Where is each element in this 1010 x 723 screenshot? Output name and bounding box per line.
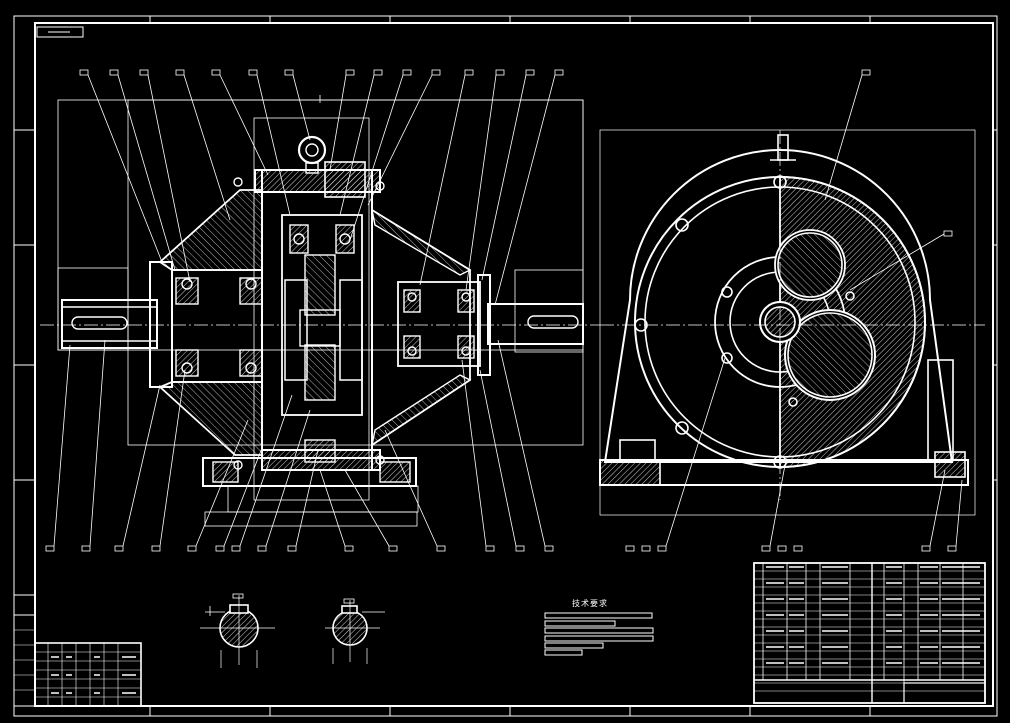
front-section-view — [40, 95, 600, 527]
lifting-eyebolt — [297, 135, 327, 165]
technical-requirements-title: 技术要求 — [572, 599, 608, 608]
side-view — [599, 129, 985, 516]
vent-plug — [777, 134, 789, 161]
parts-list-table — [753, 562, 986, 704]
part-leader-lines-top — [79, 69, 564, 306]
shaft-section-detail-right — [325, 598, 385, 664]
left-bearing-cover — [149, 261, 173, 388]
frame-zone-ticks — [14, 16, 997, 716]
side-housing-outline — [603, 149, 954, 463]
title-block — [13, 614, 142, 707]
output-shaft — [487, 303, 584, 345]
title-block-entries — [51, 656, 136, 694]
part-leader-lines-bottom — [45, 339, 554, 552]
left-housing-cone — [158, 189, 263, 271]
technical-requirements-lines — [544, 612, 654, 656]
side-view-leader-lines — [625, 69, 963, 552]
input-shaft-key — [71, 316, 128, 330]
shaft-section-detail-left — [200, 593, 275, 668]
output-bearing-housing — [397, 281, 481, 367]
input-shaft — [61, 299, 158, 349]
parts-list-entries — [766, 566, 980, 664]
